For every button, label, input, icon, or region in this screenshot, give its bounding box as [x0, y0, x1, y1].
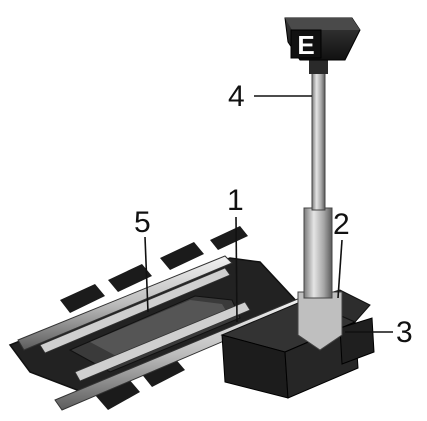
signal-mast-group: [303, 60, 333, 299]
leader-line-2: [337, 239, 343, 299]
uncoupler-ramp-top: [90, 300, 228, 358]
track-sleepers: [60, 226, 248, 410]
mast-collar: [297, 291, 343, 351]
signal-head-top: [285, 18, 360, 30]
signal-head: E: [284, 17, 361, 61]
callout-5: 5: [134, 206, 151, 239]
leader-line-5: [144, 236, 149, 313]
callout-1: 1: [227, 184, 244, 217]
inner-rail: [74, 301, 251, 382]
callout-4: 4: [228, 80, 245, 113]
signal-head-glyph: E: [297, 30, 314, 60]
callout-numbers: 4 1 2 3 5: [134, 80, 413, 349]
signal-head-plate: [290, 29, 322, 59]
signal-mast-joint: [309, 60, 328, 74]
middle-rail: [39, 267, 231, 354]
signal-mast-lower: [303, 207, 333, 299]
leader-line-1: [235, 216, 238, 323]
leader-lines: [144, 95, 393, 333]
signal-base-housing-block: [339, 317, 375, 365]
callout-2: 2: [333, 208, 350, 241]
signal-mast-upper: [311, 69, 326, 211]
rear-rail: [17, 255, 233, 351]
callout-3: 3: [396, 316, 413, 349]
